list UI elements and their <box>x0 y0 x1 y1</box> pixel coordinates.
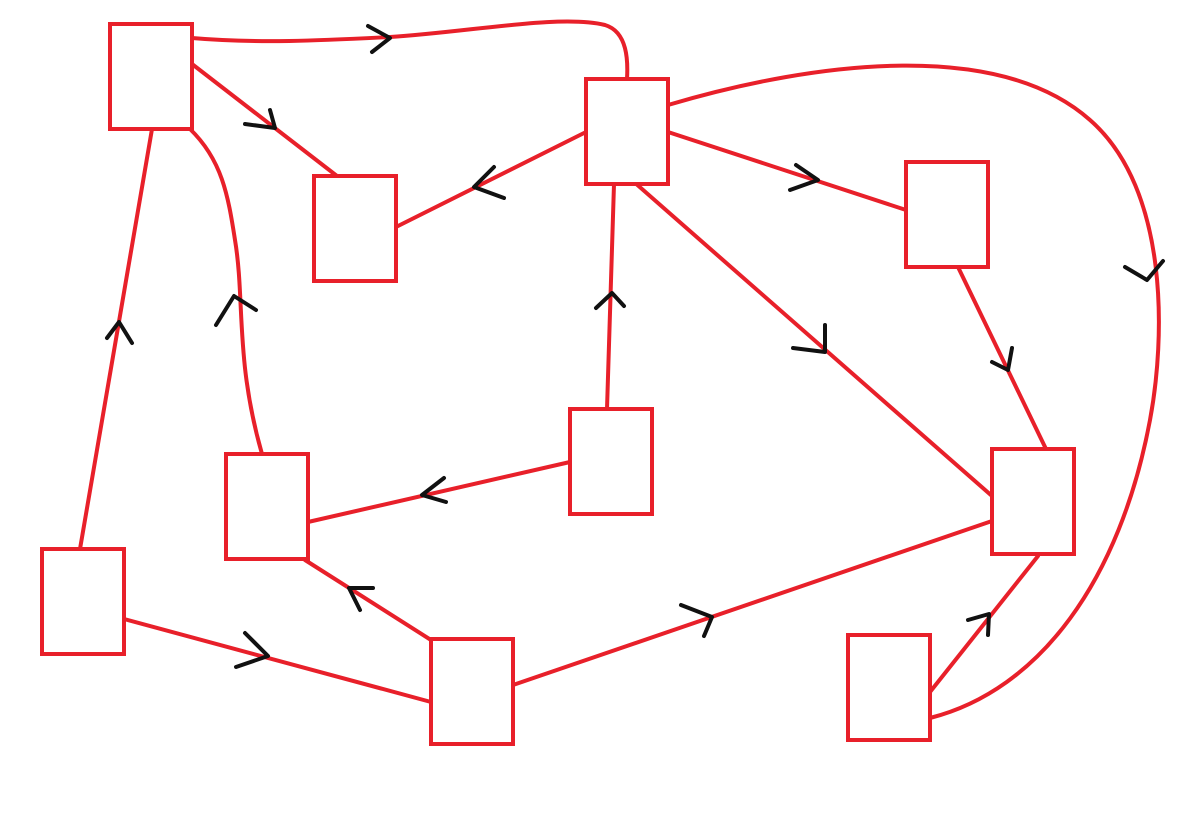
node-box-n5 <box>224 452 310 561</box>
node-box-n3 <box>584 77 670 186</box>
node-box-n2 <box>312 174 398 283</box>
edge-n3-to-n2 <box>394 130 588 229</box>
arrow-e11-arrowhead <box>105 320 134 345</box>
arrow-e8-arrowhead <box>594 291 626 310</box>
node-box-n10 <box>990 447 1076 556</box>
node-box-n6 <box>568 407 654 516</box>
arrow-e7-arrowhead <box>990 346 1014 372</box>
node-box-n7 <box>40 547 126 656</box>
edge-n7-to-n1 <box>78 127 154 551</box>
arrow-e14-arrowhead <box>679 603 714 638</box>
node-box-n4 <box>904 160 990 269</box>
edge-n6-to-n5 <box>306 460 572 524</box>
arrow-e1-arrowhead <box>366 24 392 54</box>
arrow-e15-arrowhead <box>966 612 991 637</box>
arrow-e12-arrowhead <box>234 631 270 669</box>
edge-n5-to-n1 <box>188 127 264 456</box>
arrow-e10-arrowhead <box>214 294 258 327</box>
arrow-e9-arrowhead <box>420 476 448 504</box>
nodes-layer <box>40 22 1076 746</box>
edges-layer <box>78 19 1161 720</box>
edge-n1-to-n2 <box>190 62 339 178</box>
edge-n3-to-n11 <box>666 63 1161 720</box>
edge-n11-to-n10 <box>928 554 1040 694</box>
node-box-n11 <box>846 633 932 742</box>
edge-n3-to-n10 <box>632 180 994 498</box>
node-box-n8 <box>429 637 515 746</box>
arrowheads-layer <box>105 24 1165 669</box>
arrow-e3-arrowhead <box>472 165 506 200</box>
edge-n4-to-n10 <box>956 265 1048 451</box>
edge-n1-to-n3 <box>190 19 630 81</box>
arrow-e13-arrowhead <box>347 586 375 612</box>
arrow-e5-arrowhead <box>791 323 827 354</box>
arrow-e2-arrowhead <box>243 108 277 130</box>
edge-n7-to-n8 <box>122 617 433 704</box>
arrow-e6-arrowhead <box>1123 259 1165 282</box>
edge-n8-to-n10 <box>511 519 994 687</box>
edge-n3-to-n4 <box>666 130 908 212</box>
node-box-n1 <box>108 22 194 131</box>
arrow-e4-arrowhead <box>788 163 820 192</box>
edge-n8-to-n5 <box>303 558 433 642</box>
